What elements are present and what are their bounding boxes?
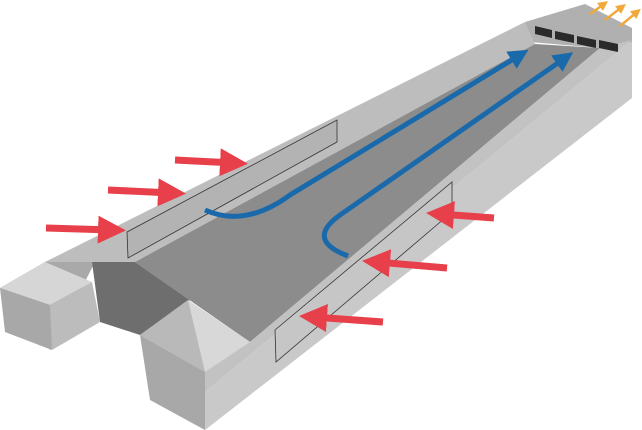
fan [599, 40, 618, 52]
intake-arrow [299, 304, 384, 332]
fan [555, 31, 574, 43]
exhaust-arrow [589, 1, 609, 16]
intake-arrow [107, 178, 186, 207]
right-pillar-inner [140, 300, 205, 372]
intake-arrow [45, 215, 126, 244]
passage-shadow [92, 262, 250, 342]
fan [535, 26, 552, 38]
airflow-path [203, 49, 529, 219]
right-pillar-front [140, 335, 205, 430]
left-inlet-panel [126, 119, 338, 259]
intake-arrow [362, 249, 448, 278]
left-pillar-front [0, 288, 52, 350]
intake-arrow [174, 148, 248, 177]
intake-arrows [45, 148, 495, 332]
exhaust-arrows [589, 1, 641, 27]
intake-arrow [426, 201, 495, 229]
exhaust-arrow [604, 3, 626, 21]
left-pillar-top [0, 262, 92, 305]
airflow-path [321, 52, 574, 259]
left-pillar-side [50, 282, 100, 350]
exhaust-arrow [619, 8, 641, 27]
fan [577, 36, 596, 48]
exhaust-fans [535, 26, 618, 52]
